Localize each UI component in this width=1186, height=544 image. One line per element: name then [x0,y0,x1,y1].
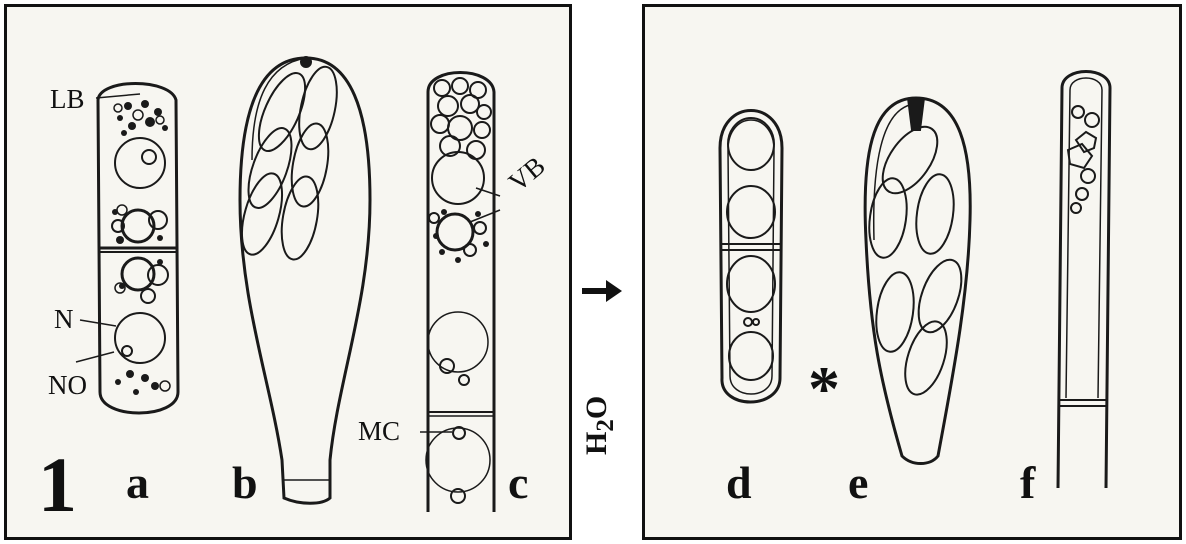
formula-o: O [580,396,613,419]
ascospore-d [720,111,782,403]
ascus-e [865,98,971,464]
formula-h: H [580,432,613,455]
panel-letter-b: b [232,460,258,506]
panel-letter-c: c [508,460,528,506]
asterisk-marker: * [808,357,840,421]
hypha-c [426,73,494,513]
panel-letter-a: a [126,460,149,506]
panel-letter-e: e [848,460,868,506]
label-mitochondria: MC [358,418,400,445]
label-lipid-bodies: LB [50,86,85,113]
hypha-f [1058,72,1110,489]
ascospore-a [98,84,178,414]
ascus-b [234,57,370,503]
label-leaders [76,94,500,432]
formula-subscript: 2 [592,419,619,432]
figure-number: 1 [38,446,77,524]
label-nucleolus: NO [48,372,87,399]
label-nucleus: N [54,306,74,333]
panel-letter-f: f [1020,460,1035,506]
treatment-arrow-icon [578,276,626,306]
panel-letter-d: d [726,460,752,506]
water-treatment-label: H2O [582,375,612,455]
